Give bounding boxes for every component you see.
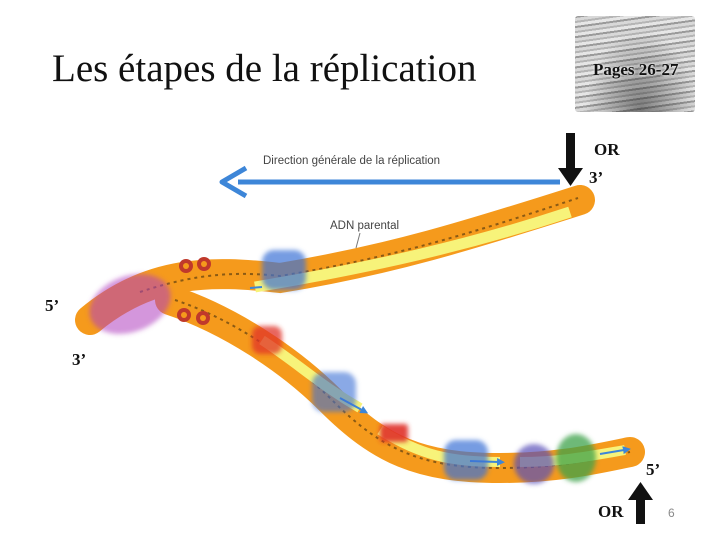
parental-dna-label: ADN parental [330, 220, 399, 232]
direction-arrow [219, 165, 560, 199]
origin-label-bottom: OR [598, 502, 624, 521]
direction-label: Direction générale de la réplication [263, 155, 440, 167]
slide-number: 6 [668, 506, 675, 520]
five-prime-label-left: 5’ [45, 296, 60, 315]
page-title: Les étapes de la réplication [52, 47, 477, 90]
enzyme-blobs [89, 250, 596, 484]
parental-label-pointer [355, 232, 361, 249]
book-fold-shading [575, 16, 695, 112]
three-prime-label-left: 3’ [72, 350, 87, 369]
helicase-proteins [177, 257, 211, 325]
book-photo: Pages 26-27 [575, 16, 695, 112]
or-arrow-bottom [628, 482, 653, 524]
pages-reference: Pages 26-27 [593, 60, 679, 79]
five-prime-label-bottom: 5’ [646, 460, 661, 479]
origin-label-top: OR [594, 140, 620, 159]
or-arrow-top [558, 133, 583, 186]
three-prime-label-top: 3’ [589, 168, 604, 187]
